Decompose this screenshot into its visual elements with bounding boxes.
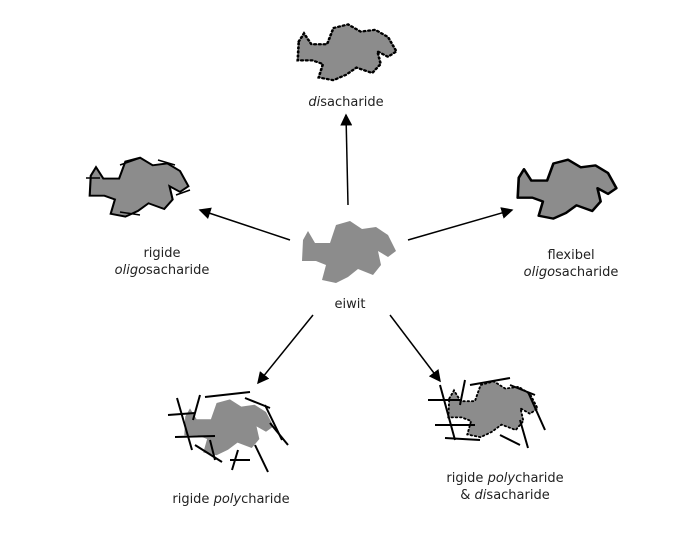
rigid-sticks — [86, 157, 191, 216]
label-rigide-polycharide-2: rigide polycharide — [446, 471, 563, 486]
arrow-to-polycharide-disacharide — [389, 314, 441, 383]
label-disacharide: disacharide — [308, 95, 383, 110]
label-rigide: rigide — [143, 246, 180, 261]
rigid-oligosacharide-blob — [88, 156, 190, 218]
arrow-to-flexible-oligosacharide — [407, 207, 514, 241]
label-oligosacharide-left: oligosacharide — [115, 263, 210, 278]
polycharide-sticks — [167, 391, 289, 473]
polycharide-disacharide-sticks — [428, 377, 546, 449]
flexible-oligosacharide-blob — [516, 158, 618, 220]
label-oligosacharide-right: oligosacharide — [524, 265, 619, 280]
disacharide-blob — [296, 23, 398, 82]
label-and-disacharide: & disacharide — [460, 488, 549, 503]
arrow-to-disacharide — [340, 113, 353, 206]
label-rigide-polycharide: rigide polycharide — [172, 492, 289, 507]
label-flexibel: flexibel — [547, 248, 594, 263]
label-eiwit: eiwit — [335, 297, 366, 312]
arrow-to-rigid-polycharide — [257, 314, 314, 385]
protein-blob — [302, 221, 396, 283]
arrow-to-rigid-oligosacharide — [198, 207, 291, 241]
